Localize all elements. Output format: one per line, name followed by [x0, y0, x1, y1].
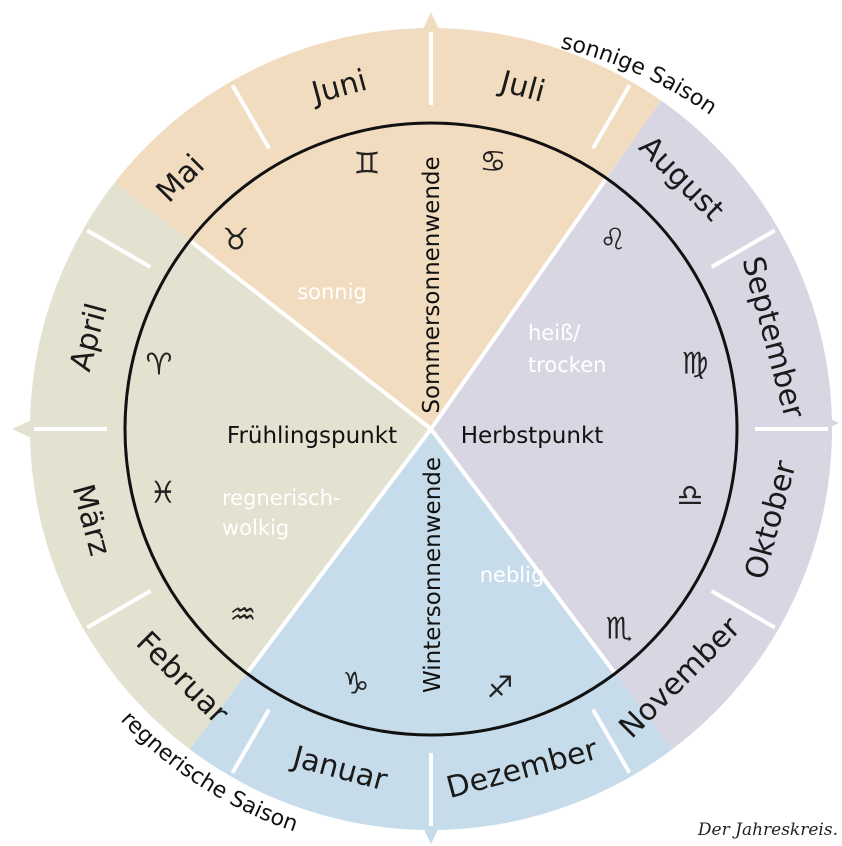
spring-point-label: Frühlingspunkt: [227, 423, 397, 449]
sector-summer: [115, 27, 662, 429]
inner-circle: [123, 121, 739, 737]
autumn-point-label: Herbstpunkt: [461, 423, 604, 449]
figure-caption: Der Jahreskreis.: [697, 820, 838, 840]
month-divider: [591, 84, 632, 150]
month-divider: [86, 589, 152, 630]
zodiac-sign-11: ♒: [230, 598, 257, 633]
season-boundary: [188, 239, 433, 431]
zodiac-sign-1: ♈: [146, 348, 173, 383]
zodiac-sign-5: ♌: [600, 223, 627, 258]
weather-spring-2: wolkig: [222, 516, 289, 540]
zodiac-sign-3: ♊: [354, 147, 381, 182]
weather-autumn-1: heiß/: [528, 321, 581, 345]
weather-spring-1: regnerisch-: [222, 486, 341, 510]
weather-summer: sonnig: [297, 280, 367, 304]
month-divider: [710, 228, 776, 269]
zodiac-sign-9: ♐: [487, 671, 514, 706]
zodiac-sign-2: ♉: [223, 223, 250, 258]
month-divider: [591, 708, 632, 774]
winter-solstice-label: Wintersonnenwende: [420, 457, 446, 693]
season-boundary: [245, 427, 433, 675]
month-divider: [86, 228, 152, 269]
month-dividers: [34, 32, 828, 826]
weather-autumn-2: trocken: [528, 353, 606, 377]
month-divider: [230, 84, 271, 150]
weather-winter: neblig: [480, 563, 545, 587]
season-boundary: [429, 427, 617, 675]
zodiac-sign-12: ♓: [150, 476, 177, 511]
season-sectors: [29, 27, 832, 831]
zodiac-signs: ♈ ♉ ♊ ♋ ♌ ♍ ♎ ♏ ♐ ♑ ♒ ♓: [146, 145, 709, 706]
zodiac-sign-7: ♎: [677, 479, 704, 514]
summer-solstice-label: Sommersonnenwende: [419, 156, 445, 413]
zodiac-sign-6: ♍: [682, 347, 709, 382]
sector-spring: [29, 182, 431, 750]
sector-autumn: [431, 100, 832, 750]
month-divider: [710, 589, 776, 630]
zodiac-sign-8: ♏: [606, 612, 633, 647]
sector-winter: [189, 429, 673, 831]
zodiac-sign-4: ♋: [480, 145, 507, 180]
season-boundary: [429, 177, 609, 431]
month-divider: [230, 708, 271, 774]
zodiac-sign-10: ♑: [343, 667, 370, 702]
